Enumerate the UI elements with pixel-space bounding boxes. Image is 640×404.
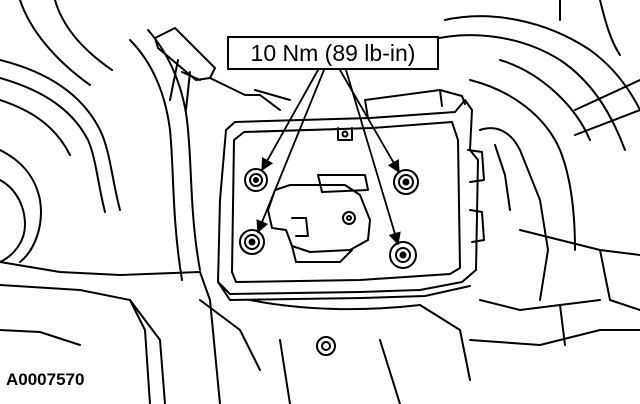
leader-arrow-lower-left [256,69,325,234]
fastener-lower-right [389,241,417,269]
figure-id-label: A0007570 [6,370,85,389]
fastener-upper-left [244,168,268,192]
fastener-lower-left [239,229,265,255]
fasteners [239,168,419,269]
torque-spec-label: 10 Nm (89 lb-in) [250,39,416,66]
leader-arrow-upper-right [339,69,400,174]
fastener-upper-right [393,169,419,195]
leader-arrow-lower-right [345,69,401,246]
leader-arrows [256,69,401,246]
leader-arrow-upper-left [261,69,319,172]
mounting-bracket [217,89,485,301]
torque-spec-callout: 10 Nm (89 lb-in) [227,36,439,70]
